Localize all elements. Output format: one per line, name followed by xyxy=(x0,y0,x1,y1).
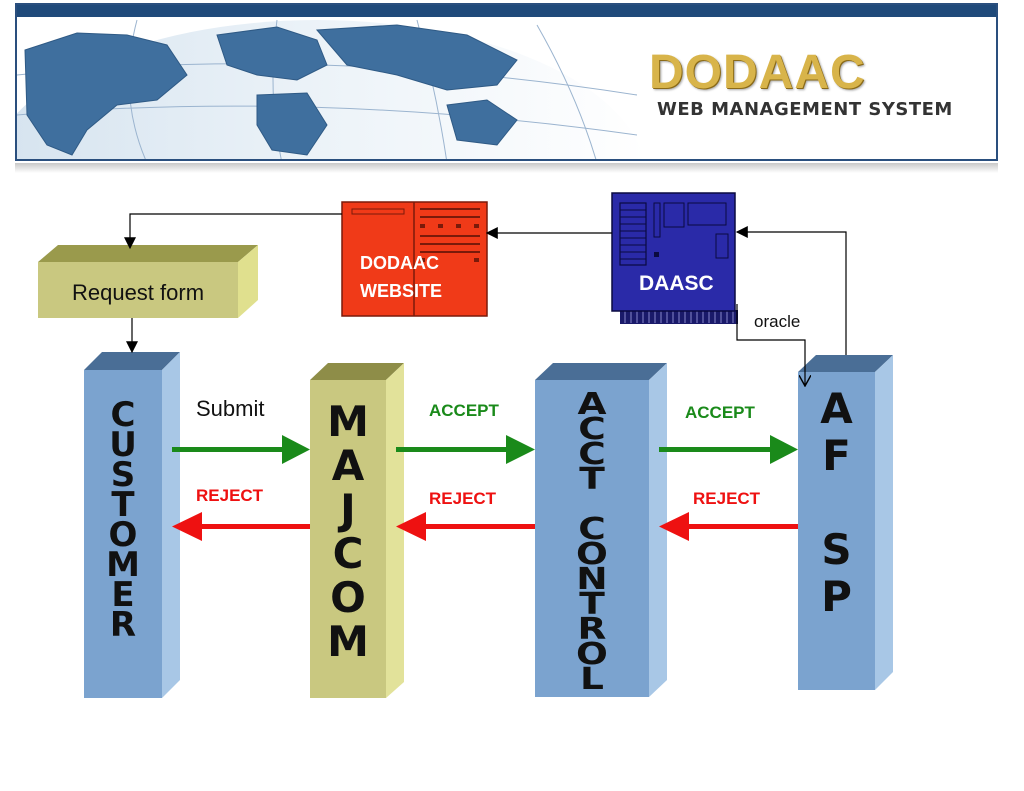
website-label-line2: WEBSITE xyxy=(360,281,443,301)
reject-label-1: REJECT xyxy=(196,486,264,505)
header-banner: DODAAC WEB MANAGEMENT SYSTEM xyxy=(15,3,998,161)
acct_control-letter: C xyxy=(578,512,606,547)
majcom-letter: C xyxy=(332,529,364,578)
acct_control-letter: N xyxy=(576,562,608,597)
accept-label-1: ACCEPT xyxy=(429,401,499,420)
acct_control-letter: O xyxy=(576,637,608,672)
customer-letter: E xyxy=(111,575,135,615)
customer-letter: S xyxy=(110,455,136,495)
customer-letter: R xyxy=(109,605,137,645)
acct_control-letter: A xyxy=(577,387,607,422)
website-to-request-form-arrow xyxy=(124,213,342,250)
customer-letter: U xyxy=(109,425,137,465)
majcom-letter: O xyxy=(330,573,366,622)
majcom-letter: M xyxy=(327,397,369,446)
afsp-letter: S xyxy=(821,525,852,574)
customer-letter: O xyxy=(108,515,138,555)
banner-shadow xyxy=(15,163,998,173)
acct_control-letter: C xyxy=(578,437,606,472)
acct_control-letter: T xyxy=(579,462,605,497)
reject-label-2: REJECT xyxy=(429,489,497,508)
acct-to-majcom-reject-arrow xyxy=(396,512,535,541)
acct-control-column xyxy=(535,363,667,697)
request-form-label: Request form xyxy=(71,280,205,305)
afsp-column xyxy=(798,355,893,690)
reject-label-3: REJECT xyxy=(693,489,761,508)
majcom-to-acct-accept-arrow xyxy=(396,435,535,464)
afsp-letter: A xyxy=(820,384,853,433)
logo-title: DODAAC xyxy=(649,46,866,99)
afsp-to-daasc-arrow xyxy=(735,226,847,355)
afsp-letter: P xyxy=(821,572,852,621)
daasc-server xyxy=(611,192,738,324)
acct_control-letter: L xyxy=(580,662,604,697)
acct_control-letter: R xyxy=(577,612,607,647)
customer-letter: C xyxy=(110,395,136,435)
website-label-line1: DODAAC xyxy=(360,253,439,273)
majcom-letter: A xyxy=(331,441,365,490)
majcom-to-customer-reject-arrow xyxy=(172,512,310,541)
customer-column xyxy=(84,352,180,698)
request-form-box xyxy=(38,245,258,318)
acct_control-letter: T xyxy=(579,587,605,622)
afsp-letter xyxy=(829,479,844,526)
daasc-label: DAASC xyxy=(639,272,714,295)
afsp-letter: F xyxy=(822,431,851,480)
reject-arrows xyxy=(172,512,798,541)
majcom-column xyxy=(310,363,404,698)
submit-label: Submit xyxy=(196,396,265,421)
customer-letter: M xyxy=(106,545,140,585)
oracle-label: oracle xyxy=(754,312,801,331)
accept-arrows xyxy=(172,435,798,464)
majcom-letter: J xyxy=(340,485,356,534)
customer-letter: T xyxy=(111,485,135,525)
acct_control-letter: C xyxy=(578,412,606,447)
customer-to-majcom-accept-arrow xyxy=(172,435,310,464)
acct_control-letter: O xyxy=(576,537,608,572)
globe-map-graphic xyxy=(17,19,645,159)
acct-to-afsp-accept-arrow xyxy=(659,435,798,464)
majcom-letter: M xyxy=(327,617,369,666)
afsp-to-acct-reject-arrow xyxy=(659,512,798,541)
connector-lines xyxy=(124,213,847,386)
dodaac-website-computer xyxy=(341,201,488,317)
accept-label-2: ACCEPT xyxy=(685,403,755,422)
banner-top-bar xyxy=(17,5,996,17)
logo-subtitle: WEB MANAGEMENT SYSTEM xyxy=(657,99,953,120)
daasc-oracle-arrow xyxy=(736,304,805,386)
